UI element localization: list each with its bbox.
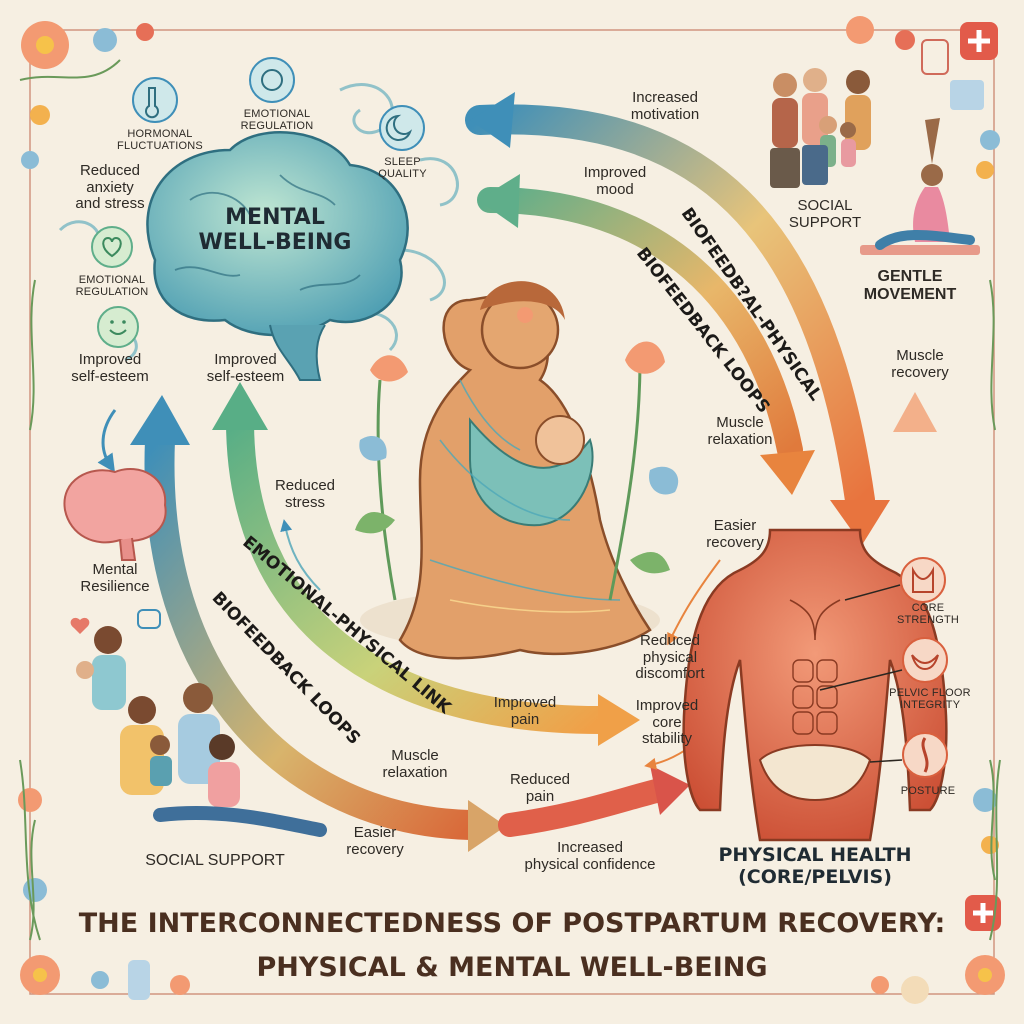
arrow-inner-green-head	[478, 174, 520, 228]
family-bottom-illustration	[70, 609, 327, 837]
improved-mood-label: Improved mood	[583, 164, 647, 198]
arrow-inner-green	[477, 187, 803, 463]
arrow-bottom-red-head	[650, 765, 690, 815]
arrow-upper-blue	[465, 104, 875, 515]
muscle-body-illustration	[682, 528, 948, 842]
resilience-brain-illustration	[63, 468, 167, 561]
frame	[29, 29, 995, 995]
hormonal-fluctuations-label: HORMONAL FLUCTUATIONS	[117, 128, 203, 153]
sleep-icon	[379, 105, 425, 151]
easier-recovery-lower-label: Easier recovery	[346, 824, 404, 858]
muscle-recovery-label: Muscle recovery	[891, 347, 949, 381]
arrow-right-red-head	[893, 392, 937, 432]
corner-flowers-top-left	[19, 21, 154, 169]
mother-and-baby-illustration	[360, 281, 660, 660]
left-vine	[29, 279, 36, 941]
infographic-title-line-2: PHYSICAL & MENTAL WELL-BEING	[256, 952, 768, 983]
core-strength-icon	[844, 557, 946, 603]
posture-label: POSTURE	[900, 785, 956, 797]
physical-health-title: PHYSICAL HEALTH (CORE/PELVIS)	[718, 844, 912, 888]
posture-icon	[869, 732, 948, 778]
social-support-top-label: SOCIAL SUPPORT	[788, 197, 862, 231]
smile-icon	[97, 306, 139, 348]
muscle-relaxation-upper-label: Muscle relaxation	[707, 414, 773, 448]
reduced-pain-label: Reduced pain	[509, 771, 571, 805]
improved-pain-label: Improved pain	[493, 694, 557, 728]
gentle-movement-label: GENTLE MOVEMENT	[863, 268, 957, 303]
improved-self-esteem-right-label: Improved self-esteem	[206, 351, 285, 385]
thin-arrow-recovery	[667, 559, 721, 646]
corner-flowers-top-right	[846, 16, 1000, 179]
pelvic-floor-icon	[819, 637, 948, 691]
emotional-regulation-top-label: EMOTIONAL REGULATION	[240, 108, 314, 133]
arrow-upper-red-head	[830, 500, 890, 545]
muscle-relaxation-lower-label: Muscle relaxation	[382, 747, 448, 781]
infographic-title-line-1: THE INTERCONNECTEDNESS OF POSTPARTUM REC…	[78, 908, 946, 939]
right-vine	[989, 279, 996, 881]
reduced-anxiety-label: Reduced anxiety and stress	[75, 162, 145, 212]
brain-illustration	[146, 131, 409, 381]
core-strength-label: CORE STRENGTH	[896, 602, 960, 627]
arrow-outer-orange-head	[468, 800, 506, 852]
thin-arrow-stress	[280, 519, 321, 591]
arrow-outer-blue-up-head	[130, 395, 190, 445]
increased-motivation-label: Increased motivation	[630, 89, 700, 123]
corner-flowers-bottom-left	[18, 759, 190, 1000]
improved-core-label: Improved core stability	[635, 697, 699, 747]
improved-self-esteem-left-label: Improved self-esteem	[71, 351, 149, 385]
arrow-lower-green-up-head	[212, 382, 268, 430]
mental-wellbeing-title: MENTAL WELL-BEING	[198, 205, 352, 256]
mother-flowers	[355, 341, 679, 601]
corner-flowers-bottom-right	[871, 759, 1005, 1004]
arrow-bottom-red	[498, 778, 672, 837]
reduced-discomfort-label: Reduced physical discomfort	[635, 632, 705, 682]
arrow-outer-blue	[144, 425, 485, 840]
mental-resilience-label: Mental Resilience	[80, 561, 150, 595]
yoga-illustration	[860, 118, 980, 255]
arrow-inner-orange-head	[760, 450, 815, 495]
emotional-top-icon	[249, 57, 295, 103]
thin-arrow-brain-down	[97, 409, 117, 473]
hormonal-icon	[132, 77, 178, 123]
increased-confidence-label: Increased physical confidence	[524, 839, 656, 873]
social-support-bottom-label: SOCIAL SUPPORT	[145, 852, 285, 869]
reduced-stress-label: Reduced stress	[274, 477, 336, 511]
arrow-upper-blue-head	[470, 92, 515, 148]
family-top-illustration	[770, 68, 871, 188]
easier-recovery-upper-label: Easier recovery	[706, 517, 764, 551]
sleep-quality-label: SLEEP QUALITY	[378, 156, 427, 181]
arrow-lower-green	[226, 406, 614, 734]
pelvic-floor-label: PELVIC FLOOR INTEGRITY	[889, 687, 971, 712]
heart-icon	[91, 226, 133, 268]
arrow-lower-orange-head	[598, 694, 640, 746]
emotional-regulation-left-label: EMOTIONAL REGULATION	[75, 274, 149, 299]
